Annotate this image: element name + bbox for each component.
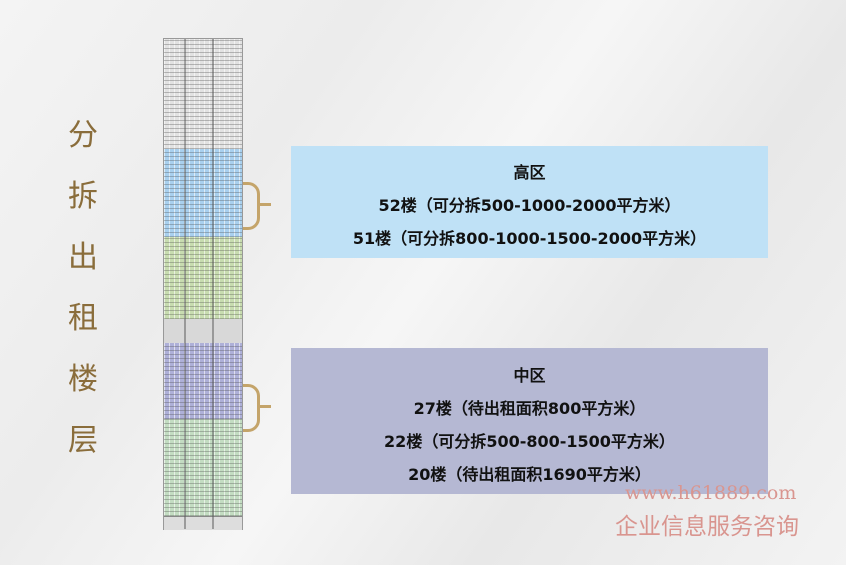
tower-top-section bbox=[164, 39, 242, 149]
tower-mid-green-section bbox=[164, 419, 242, 516]
tower-mid-purple-section bbox=[164, 343, 242, 419]
building-elevation bbox=[163, 38, 243, 530]
vertical-title: 分 拆 出 租 楼 层 bbox=[66, 110, 100, 476]
floor-line: 27楼（待出租面积800平方米） bbox=[413, 399, 646, 418]
floor-line: 51楼（可分拆800-1000-1500-2000平方米） bbox=[352, 229, 707, 248]
high-zone-panel: 高区 52楼（可分拆500-1000-2000平方米） 51楼（可分拆800-1… bbox=[291, 146, 768, 258]
floor-line: 20楼（待出租面积1690平方米） bbox=[408, 465, 651, 484]
mid-zone-heading: 中区 bbox=[513, 366, 546, 385]
floor-line: 22楼（可分拆500-800-1500平方米） bbox=[384, 432, 675, 451]
mid-zone-brace bbox=[243, 384, 271, 432]
title-char: 租 bbox=[68, 301, 98, 336]
tower-high-blue-section bbox=[164, 149, 242, 237]
tower-high-green-section bbox=[164, 237, 242, 319]
title-char: 层 bbox=[68, 423, 98, 458]
title-char: 分 bbox=[68, 118, 98, 153]
high-zone-brace bbox=[243, 182, 271, 230]
title-char: 楼 bbox=[68, 362, 98, 397]
title-char: 出 bbox=[68, 240, 98, 275]
title-char: 拆 bbox=[68, 179, 98, 214]
high-zone-heading: 高区 bbox=[513, 163, 546, 182]
tower-base bbox=[164, 516, 242, 530]
tower-refuge-floor bbox=[164, 319, 242, 343]
watermark-url: www.h61889.com bbox=[625, 482, 797, 504]
floor-line: 52楼（可分拆500-1000-2000平方米） bbox=[378, 196, 681, 215]
watermark-text: 企业信息服务咨询 bbox=[615, 514, 799, 540]
mid-zone-panel: 中区 27楼（待出租面积800平方米） 22楼（可分拆500-800-1500平… bbox=[291, 348, 768, 494]
